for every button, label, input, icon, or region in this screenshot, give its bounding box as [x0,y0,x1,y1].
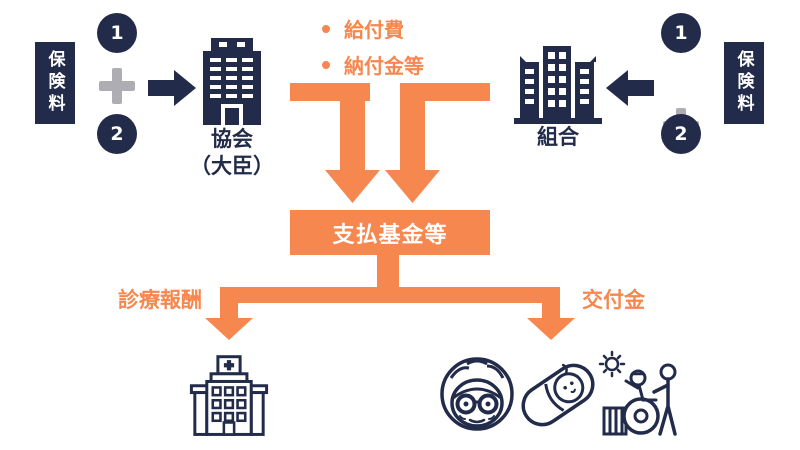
city-buildings-icon [514,46,602,124]
arrow-left-icon [606,70,654,106]
arrow-right-icon [148,70,196,106]
left-premium-box: 保険料 [35,42,75,124]
flow-arrows-down-icon [290,83,490,203]
bullet-icon [322,24,330,33]
office-building-icon [203,38,261,125]
payments-list: 給付費 納付金等 [322,14,424,86]
elderly-person-icon [440,357,514,431]
left-entity-suffix: （大臣） [190,154,274,178]
left-branch-label: 診療報酬 [118,288,202,312]
fund-box: 支払基金等 [290,210,490,255]
left-entity-name: 協会 [211,127,253,151]
sun-icon [598,350,626,378]
plus-icon [97,66,137,106]
payment-item-label: 納付金等 [344,54,424,78]
right-branch-label: 交付金 [582,288,645,312]
wheelchair-caregiver-icon [598,350,677,436]
right-badge-1: 1 [661,13,701,53]
branch-arrows-icon [205,255,575,340]
list-item: 給付費 [322,14,424,43]
payment-item-label: 給付費 [344,18,404,42]
hospital-icon [189,355,269,436]
left-entity-label: 協会 （大臣） [172,126,292,180]
right-premium-box: 保険料 [724,42,764,124]
baby-icon [521,363,595,427]
right-badge-2: 2 [661,114,701,154]
bullet-icon [322,60,330,69]
list-item: 納付金等 [322,50,424,79]
left-badge-1: 1 [97,13,137,53]
right-entity-label: 組合 [537,125,579,149]
left-badge-2: 2 [97,114,137,154]
